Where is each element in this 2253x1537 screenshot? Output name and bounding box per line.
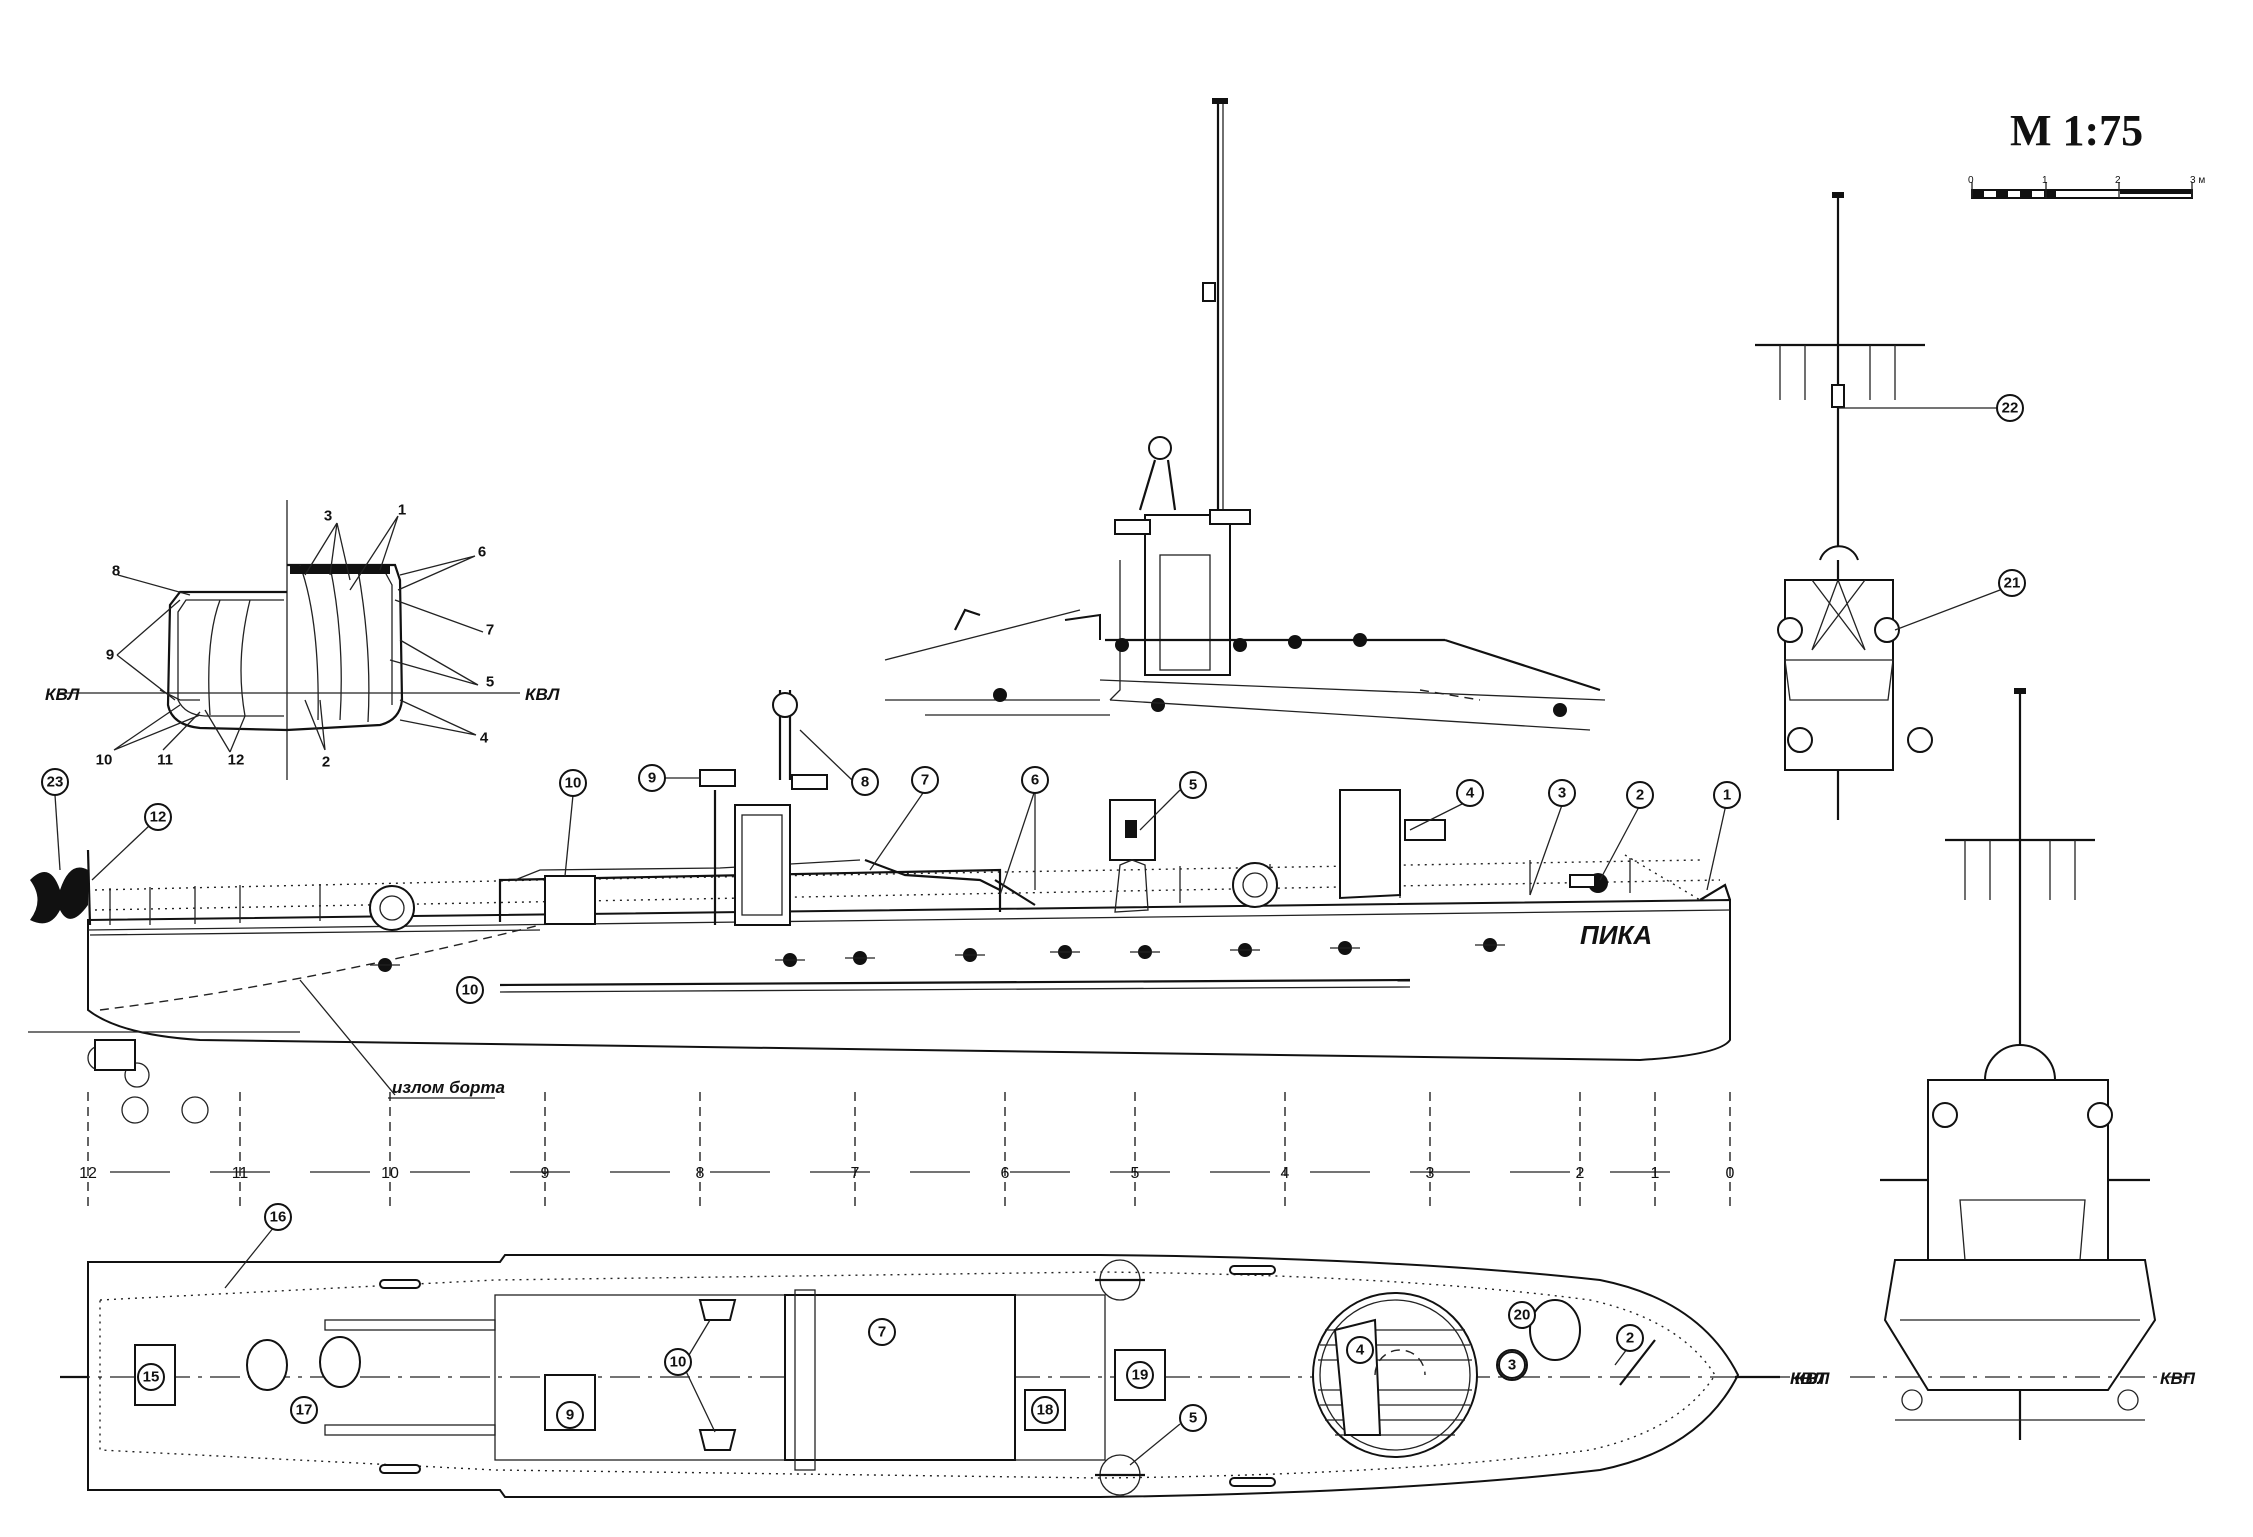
stern-waterline-label-right: КВП [2160,1369,2196,1388]
plan-callout-4: 4 [1356,1342,1365,1359]
plan-callout-2: 2 [1626,1330,1634,1347]
station-4: 4 [1281,1165,1290,1182]
plan-callout-16: 16 [270,1209,287,1226]
chine-label: излом борта [392,1078,505,1097]
section-waterline-label-left: КВЛ [45,685,80,704]
profile-callout-6: 6 [1031,772,1039,789]
plan-callout-10: 9 [566,1407,574,1424]
plan-callout-15: 15 [143,1369,160,1386]
scale-tick-1: 1 [2042,175,2048,186]
boat-name: ПИКА [1580,920,1652,950]
section-callout-10: 10 [96,752,113,769]
station-2: 2 [1576,1165,1585,1182]
plan-waterline-label: КВЛ [1795,1369,1830,1388]
plan-callout-5: 5 [1189,1410,1197,1427]
profile-callout-5: 5 [1189,777,1197,794]
plan-callouts: 16 15 17 10 9 7 18 19 5 4 3 20 [137,1203,1644,1466]
naval-ensign [30,849,92,926]
bridge-detail-view [884,98,1606,731]
plan-callout-19: 19 [1132,1367,1149,1384]
gun-platform-grating [1312,1292,1478,1458]
station-3: 3 [1426,1165,1435,1182]
scale-tick-0: 0 [1968,175,1974,186]
front-callout-21: 21 [2004,575,2021,592]
deck-plan-view: КВЛ [60,1203,1830,1498]
bridge-portholes [993,633,1567,717]
station-11: 11 [232,1165,249,1182]
plan-callout-7: 7 [878,1324,886,1341]
cross-section-view: 3 1 6 7 5 4 2 8 9 10 11 12 КВЛ КВЛ [45,500,560,780]
station-0: 0 [1726,1165,1735,1182]
plan-callout-3: 3 [1508,1357,1516,1374]
section-callout-6: 6 [478,544,486,561]
section-callout-11: 11 [157,752,173,769]
section-callout-9: 9 [106,647,114,664]
stern-view: КВЛ КВП [1790,688,2196,1440]
profile-callouts: 1 2 3 4 5 6 7 8 9 [41,729,1741,896]
section-callout-8: 8 [112,563,120,580]
station-8: 8 [696,1165,705,1182]
profile-callout-2: 2 [1636,787,1644,804]
scale-tick-2: 2 [2115,175,2121,186]
profile-callout-1: 1 [1723,787,1731,804]
plan-callout-18: 18 [1037,1402,1054,1419]
scale-bar: 0 1 2 3 м [1968,175,2205,199]
station-12: 12 [79,1165,97,1182]
profile-callout-23: 23 [47,774,64,791]
profile-view: излом борта 10 ПИКА [28,690,1741,1124]
profile-callout-12: 12 [150,809,167,826]
section-callout-2: 2 [322,754,330,771]
plan-callout-17: 17 [296,1402,313,1419]
station-10: 10 [381,1165,399,1182]
station-9: 9 [541,1165,550,1182]
scale-tick-3: 3 м [2190,175,2205,186]
profile-callout-7: 7 [921,772,929,789]
section-callout-7: 7 [486,622,494,639]
profile-callout-10: 10 [565,775,582,792]
plan-callout-9: 10 [670,1354,687,1371]
profile-callout-4: 4 [1466,785,1475,802]
station-6: 6 [1001,1165,1010,1182]
plan-callout-20: 20 [1514,1307,1531,1324]
profile-callout-11: 10 [462,982,479,999]
front-callout-22: 22 [2002,400,2019,417]
section-waterline-label-right: КВЛ [525,685,560,704]
profile-portholes [370,938,1505,972]
section-callout-12: 12 [228,752,245,769]
station-5: 5 [1131,1165,1140,1182]
profile-callout-8: 8 [861,774,869,791]
profile-callout-9: 9 [648,770,656,787]
profile-callout-3: 3 [1558,785,1566,802]
section-callout-4: 4 [480,730,489,747]
station-scale: 12 11 10 9 8 7 6 5 4 3 2 1 0 [79,1092,1735,1210]
section-callout-5: 5 [486,674,494,691]
stern-waterline-label-left: КВЛ [1790,1369,1825,1388]
section-callout-1: 1 [398,502,406,519]
scale-title: М 1:75 [2010,106,2143,155]
section-callout-3: 3 [324,508,332,525]
station-7: 7 [851,1165,860,1182]
front-view: 22 21 [1755,192,2026,820]
station-1: 1 [1651,1165,1660,1182]
